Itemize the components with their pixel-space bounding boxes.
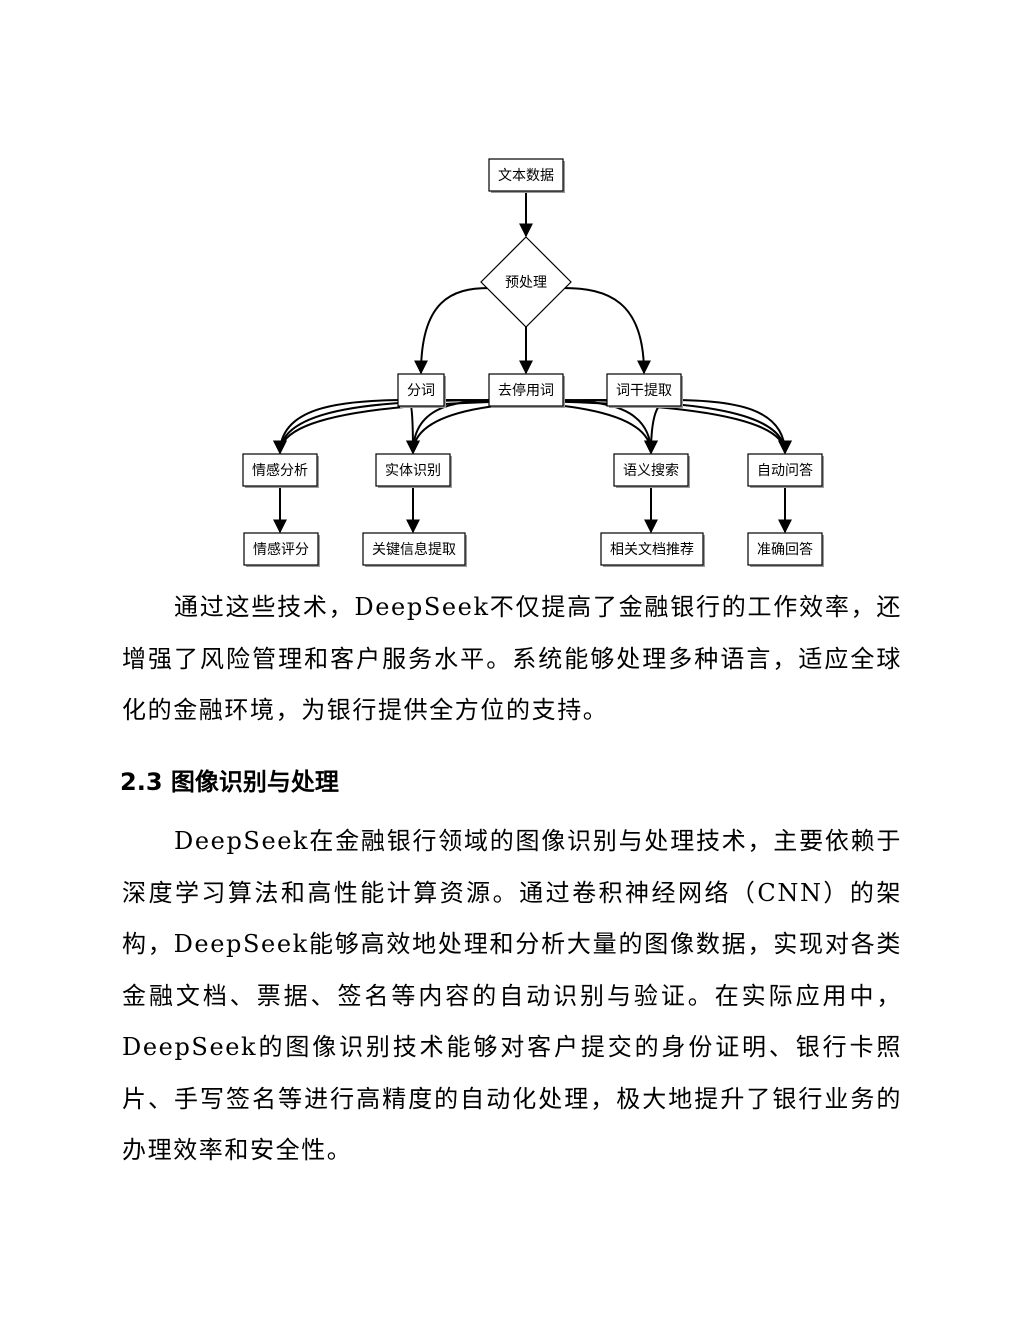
paragraph-summary: 通过这些技术，DeepSeek不仅提高了金融银行的工作效率，还增强了风险管理和客…	[122, 593, 902, 724]
svg-text:预处理: 预处理	[505, 275, 547, 291]
edge-stopwords-to-ner	[406, 399, 500, 455]
svg-text:分词: 分词	[407, 383, 435, 399]
node-sentiment-score: 情感评分	[243, 532, 320, 567]
edge-stemming-to-ner	[406, 399, 618, 455]
node-accurate-answer: 准确回答	[747, 532, 824, 567]
node-semantic-search: 语义搜索	[613, 453, 690, 488]
svg-text:语义搜索: 语义搜索	[623, 462, 679, 479]
svg-text:情感评分: 情感评分	[253, 541, 309, 558]
node-text-data: 文本数据	[488, 158, 565, 193]
svg-text:自动问答: 自动问答	[757, 462, 813, 479]
svg-text:情感分析: 情感分析	[252, 462, 308, 479]
paragraph-image-recognition: DeepSeek在金融银行领域的图像识别与处理技术，主要依赖于深度学习算法和高性…	[122, 827, 902, 1164]
svg-text:准确回答: 准确回答	[757, 541, 813, 558]
node-sentiment: 情感分析	[242, 453, 319, 488]
svg-text:去停用词: 去停用词	[498, 382, 554, 399]
edge-stemming-to-sentiment	[273, 399, 618, 455]
node-stemming: 词干提取	[606, 373, 683, 408]
node-preprocess: 预处理	[480, 236, 572, 328]
edge-stemming-to-qa	[670, 399, 792, 455]
svg-text:词干提取: 词干提取	[616, 383, 672, 399]
edge-stopwords-to-sentiment	[273, 399, 500, 455]
node-tokenize: 分词	[397, 373, 446, 408]
node-key-info: 关键信息提取	[362, 532, 467, 567]
section-heading: 2.3 图像识别与处理	[120, 768, 339, 796]
svg-text:关键信息提取: 关键信息提取	[372, 541, 456, 558]
svg-text:相关文档推荐: 相关文档推荐	[610, 542, 694, 558]
svg-text:文本数据: 文本数据	[498, 168, 554, 184]
svg-text:实体识别: 实体识别	[385, 463, 441, 479]
node-stopwords: 去停用词	[488, 373, 565, 408]
node-qa: 自动问答	[747, 453, 824, 488]
node-doc-recommend: 相关文档推荐	[600, 532, 705, 567]
edge-preprocess-to-stemming	[562, 287, 651, 375]
node-ner: 实体识别	[375, 453, 452, 488]
edge-tokenize-to-sentiment	[273, 399, 409, 455]
edge-preprocess-to-tokenize	[414, 287, 490, 375]
